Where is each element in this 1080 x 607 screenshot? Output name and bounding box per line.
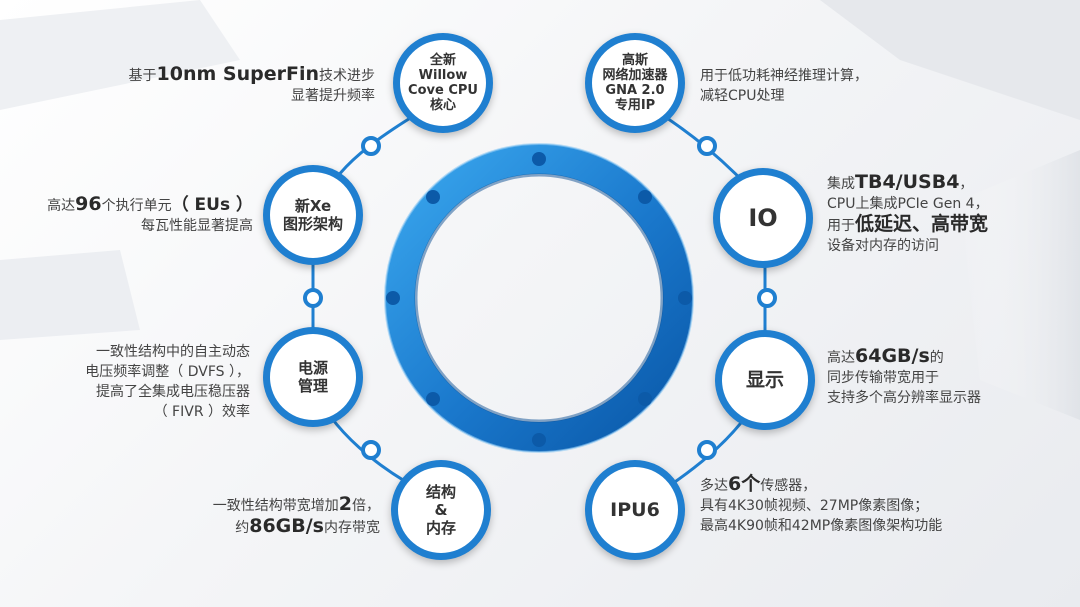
desc-text: 具有4K30帧视频、27MP像素图像；	[700, 498, 929, 514]
node-fabric: 结构 & 内存	[391, 460, 491, 560]
desc-highlight: TB4/USB4	[855, 171, 960, 193]
desc-text: 用于低功耗神经推理计算，	[700, 68, 868, 84]
connector-dots	[303, 136, 777, 460]
node-gna: 高斯 网络加速器 GNA 2.0 专用IP	[585, 33, 685, 133]
desc-text: 提高了全集成电压稳压器	[96, 384, 250, 400]
desc-text: 个执行单元	[101, 198, 172, 214]
desc-text: CPU上集成PCIe Gen 4，	[827, 196, 989, 212]
node-fabric-line: 内存	[425, 519, 456, 537]
desc-text: 一致性结构带宽增加	[212, 498, 339, 514]
bg-panel	[960, 150, 1080, 420]
node-fabric-line: 结构	[425, 483, 456, 501]
desc-highlight: 64GB/s	[855, 345, 930, 367]
desc-fabric: 一致性结构带宽增加2倍， 约86GB/s内存带宽	[213, 494, 380, 538]
desc-text: 高达	[47, 198, 76, 214]
node-gna-line: GNA 2.0	[605, 83, 665, 98]
node-power: 电源 管理	[263, 327, 363, 427]
node-cpu-line: 核心	[429, 98, 456, 113]
node-ipu: IPU6	[585, 460, 685, 560]
desc-text: 同步传输带宽用于	[827, 370, 939, 386]
desc-text: 倍，	[352, 498, 380, 514]
desc-text: （ FIVR ）效率	[153, 404, 250, 420]
node-cpu-line: 全新	[429, 53, 456, 68]
desc-text: 传感器，	[760, 478, 817, 494]
desc-io: 集成TB4/USB4， CPU上集成PCIe Gen 4， 用于低延迟、高带宽 …	[827, 172, 989, 256]
node-fabric-line: &	[434, 501, 448, 519]
desc-text: 最高4K90帧和42MP像素图像架构功能	[700, 518, 943, 534]
desc-text: 设备对内存的访问	[827, 238, 939, 254]
desc-text: 约	[235, 520, 250, 536]
node-cpu: 全新 Willow Cove CPU 核心	[393, 33, 493, 133]
node-gna-line: 网络加速器	[602, 68, 668, 83]
desc-text: 显著提升频率	[291, 88, 375, 104]
desc-text: 集成	[827, 176, 855, 192]
node-ipu-label: IPU6	[610, 499, 660, 521]
node-gna-line: 高斯	[621, 53, 648, 68]
desc-text: ，	[959, 176, 974, 192]
node-power-line: 电源	[297, 359, 328, 377]
desc-text: 支持多个高分辨率显示器	[827, 390, 981, 406]
desc-text: 的	[929, 350, 944, 366]
desc-highlight: 96	[75, 193, 102, 215]
node-power-line: 管理	[297, 377, 328, 395]
desc-xe: 高达96个执行单元（ EUs ） 每瓦性能显著提高	[47, 194, 253, 236]
desc-text: 技术进步	[319, 68, 375, 84]
desc-text: 每瓦性能显著提高	[141, 218, 253, 234]
desc-highlight: 2	[338, 493, 352, 515]
desc-text: 用于	[827, 218, 855, 234]
desc-ipu: 多达6个传感器， 具有4K30帧视频、27MP像素图像； 最高4K90帧和42M…	[700, 474, 942, 536]
desc-highlight: 86GB/s	[249, 515, 324, 537]
desc-cpu: 基于10nm SuperFin技术进步 显著提升频率	[129, 64, 375, 106]
desc-text: 基于	[128, 68, 157, 84]
node-xe: 新Xe 图形架构	[263, 165, 363, 265]
desc-highlight: 10nm SuperFin	[156, 63, 319, 85]
node-cpu-line: Cove CPU	[408, 83, 478, 98]
desc-text: 内存带宽	[324, 520, 380, 536]
bg-panel	[0, 0, 240, 110]
desc-text: 一致性结构中的自主动态	[96, 344, 250, 360]
node-io-label: IO	[748, 204, 778, 232]
desc-text: 多达	[700, 478, 728, 494]
desc-highlight: （ EUs ）	[171, 195, 253, 215]
node-xe-line: 新Xe	[294, 197, 332, 215]
node-gna-line: 专用IP	[614, 98, 656, 113]
desc-gna: 用于低功耗神经推理计算， 减轻CPU处理	[700, 66, 868, 106]
desc-power: 一致性结构中的自主动态 电压频率调整（ DVFS ）， 提高了全集成电压稳压器 …	[85, 342, 250, 422]
desc-highlight: 6个	[728, 473, 761, 495]
desc-display: 高达64GB/s的 同步传输带宽用于 支持多个高分辨率显示器	[827, 346, 981, 408]
node-display: 显示	[715, 330, 815, 430]
desc-text: 减轻CPU处理	[700, 88, 785, 104]
desc-text: 高达	[827, 350, 855, 366]
bg-panel	[0, 250, 140, 340]
node-display-label: 显示	[745, 369, 784, 391]
central-ring	[384, 143, 694, 453]
node-xe-line: 图形架构	[282, 215, 343, 233]
node-cpu-line: Willow	[418, 68, 468, 83]
node-io: IO	[713, 168, 813, 268]
desc-text: 电压频率调整（ DVFS ），	[85, 364, 250, 380]
desc-highlight: 低延迟、高带宽	[855, 213, 989, 235]
bg-panel	[820, 0, 1080, 120]
